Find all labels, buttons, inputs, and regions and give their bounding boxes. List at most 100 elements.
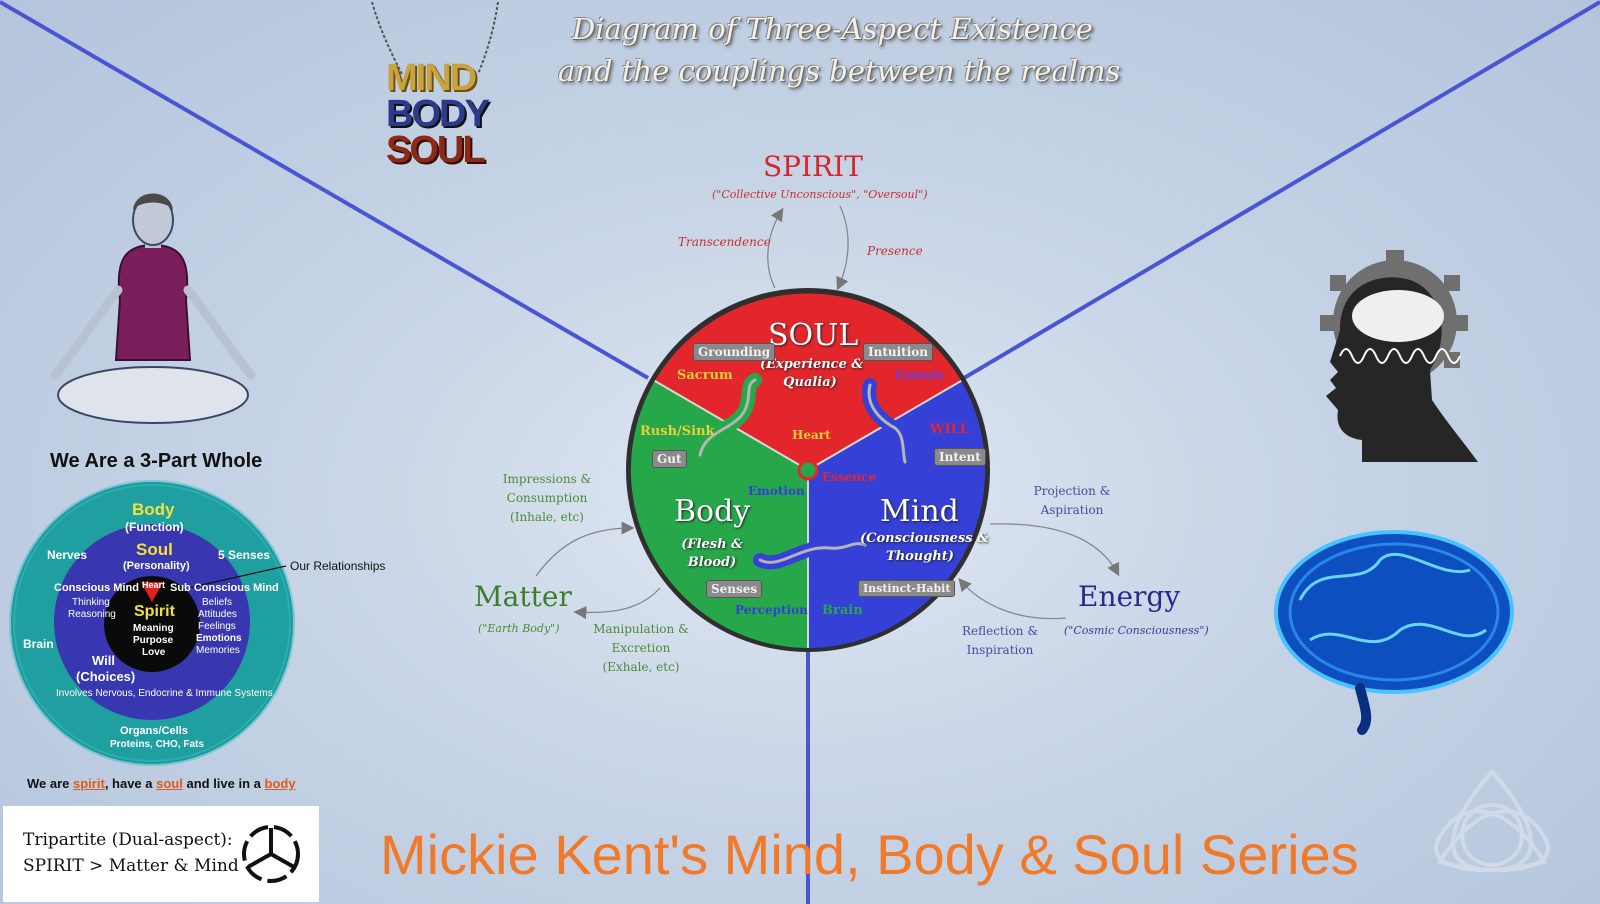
- impressions-label: Impressions & Consumption (Inhale, etc): [492, 470, 602, 527]
- legend-line-1: Tripartite (Dual-aspect):: [23, 830, 233, 850]
- soul-ring-title: Soul: [136, 540, 173, 559]
- sacrum-label: Sacrum: [677, 368, 733, 383]
- gut-tag: Gut: [652, 450, 687, 468]
- intent-tag: Intent: [934, 448, 986, 466]
- heart-marker: [141, 582, 163, 602]
- body-ring-function: (Function): [125, 520, 184, 534]
- soul-subtitle-line-1: (Experience &: [760, 357, 864, 372]
- manipulation-label: Manipulation & Excretion (Exhale, etc): [586, 620, 696, 677]
- choices-ring-label: (Choices): [76, 669, 136, 684]
- mind-subtitle: (Consciousness & Thought): [860, 530, 989, 566]
- reflection-line-2: Inspiration: [966, 643, 1034, 657]
- will-label: WILL: [930, 422, 969, 437]
- title-line-1: Diagram of Three-Aspect Existence: [572, 12, 1093, 46]
- energy-subtitle: ("Cosmic Consciousness"): [1064, 624, 1209, 637]
- proteins-label: Proteins, CHO, Fats: [110, 739, 204, 750]
- grounding-tag: Grounding: [693, 343, 776, 361]
- reflection-label: Reflection & Inspiration: [952, 622, 1048, 660]
- beliefs-label: Beliefs: [202, 597, 233, 608]
- tripartite-legend-box: Tripartite (Dual-aspect): SPIRIT > Matte…: [3, 806, 319, 902]
- our-relationships-label: Our Relationships: [290, 559, 386, 573]
- reflection-line-1: Reflection &: [961, 624, 1039, 638]
- arrow-manipulation: [573, 587, 661, 620]
- memories-label: Memories: [196, 645, 240, 656]
- projection-line-2: Aspiration: [1040, 503, 1104, 517]
- arrow-projection: [989, 523, 1120, 577]
- thinking-label: Thinking: [72, 597, 110, 608]
- caption-body-word: body: [264, 776, 296, 791]
- soul-subtitle: (Experience & Qualia): [760, 356, 864, 392]
- emotions-label: Emotions: [196, 633, 242, 644]
- divider-upper-left: [0, 0, 650, 380]
- purpose-label: Purpose: [133, 635, 174, 646]
- necklace-chain: [371, 1, 499, 75]
- tripartite-circle-icon: [242, 825, 300, 883]
- title-line-2: and the couplings between the realms: [558, 54, 1121, 88]
- will-ring-label: Will: [92, 653, 115, 668]
- arrow-reflection: [958, 578, 1067, 620]
- heart-label: Heart: [792, 428, 831, 442]
- love-label: Love: [142, 647, 166, 658]
- arrow-impressions: [535, 521, 635, 577]
- spirit-soul-body-caption: We are spirit, have a soul and live in a…: [27, 776, 296, 791]
- three-part-whole-heading: We Are a 3-Part Whole: [50, 450, 263, 472]
- body-subtitle-line-2: Blood): [687, 555, 737, 570]
- body-subtitle-line-1: (Flesh &: [681, 537, 743, 552]
- heart-ring-label: Heart: [142, 580, 166, 590]
- attitudes-label: Attitudes: [198, 609, 237, 620]
- impressions-line-2: Consumption: [506, 491, 588, 505]
- conscious-mind-label: Conscious Mind: [54, 582, 139, 594]
- manipulation-line-3: (Exhale, etc): [602, 660, 680, 674]
- brain-label: Brain: [822, 603, 863, 618]
- matter-subtitle: ("Earth Body"): [478, 622, 560, 635]
- body-ring-title: Body: [132, 500, 175, 519]
- sub-conscious-mind-label: Sub Conscious Mind: [170, 582, 279, 594]
- three-aspect-wheel: [626, 288, 990, 652]
- senses-tag: Senses: [706, 580, 763, 598]
- necklace-mind: MIND: [386, 57, 477, 99]
- presence-label: Presence: [867, 244, 923, 258]
- impressions-line-1: Impressions &: [502, 472, 592, 486]
- legend-line-2: SPIRIT > Matter & Mind: [23, 856, 239, 876]
- five-senses-label: 5 Senses: [218, 548, 271, 562]
- triquetra-watermark: [1434, 769, 1550, 873]
- mind-title: Mind: [880, 494, 959, 529]
- soul-ring-personality: (Personality): [123, 560, 190, 572]
- three-part-whole-diagram: [9, 480, 295, 766]
- caption-middle-2: and live in a: [182, 776, 265, 791]
- meditating-figure-illustration: [50, 193, 256, 424]
- gnosis-label: Gnosis: [895, 368, 944, 383]
- soul-title: SOUL: [768, 318, 859, 353]
- spirit-core-title: Spirit: [134, 603, 175, 620]
- caption-spirit-word: spirit: [73, 776, 105, 791]
- soul-sector: [654, 293, 962, 470]
- essence-label: Essence: [822, 470, 876, 484]
- body-title: Body: [674, 494, 751, 529]
- caption-prefix: We are: [27, 776, 74, 791]
- soul-subtitle-line-2: Qualia): [783, 375, 837, 390]
- brain-ring-label: Brain: [23, 637, 54, 651]
- energy-label: Energy: [1078, 580, 1181, 613]
- divider-upper-right: [962, 0, 1600, 380]
- necklace-body: BODY: [386, 93, 490, 135]
- heart-center: [797, 459, 819, 481]
- projection-line-1: Projection &: [1033, 484, 1111, 498]
- spirit-subtitle: ("Collective Unconscious", "Oversoul"): [712, 188, 928, 201]
- necklace-soul: SOUL: [386, 129, 486, 171]
- mind-subtitle-line-1: (Consciousness &: [860, 531, 989, 546]
- mind-body-soul-necklace: MIND BODY SOUL: [386, 57, 490, 171]
- head-silhouette-illustration: [1320, 250, 1478, 462]
- impressions-line-3: (Inhale, etc): [510, 510, 584, 524]
- reasoning-label: Reasoning: [68, 609, 116, 620]
- projection-label: Projection & Aspiration: [1024, 482, 1120, 520]
- perception-label: Perception: [735, 603, 808, 617]
- feelings-label: Feelings: [198, 621, 236, 632]
- manipulation-line-2: Excretion: [611, 641, 671, 655]
- series-footer-title: Mickie Kent's Mind, Body & Soul Series: [380, 823, 1359, 886]
- meaning-label: Meaning: [133, 623, 174, 634]
- rush-sink-label: Rush/Sink: [640, 424, 715, 439]
- caption-soul-word: soul: [156, 776, 183, 791]
- matter-label: Matter: [474, 580, 572, 613]
